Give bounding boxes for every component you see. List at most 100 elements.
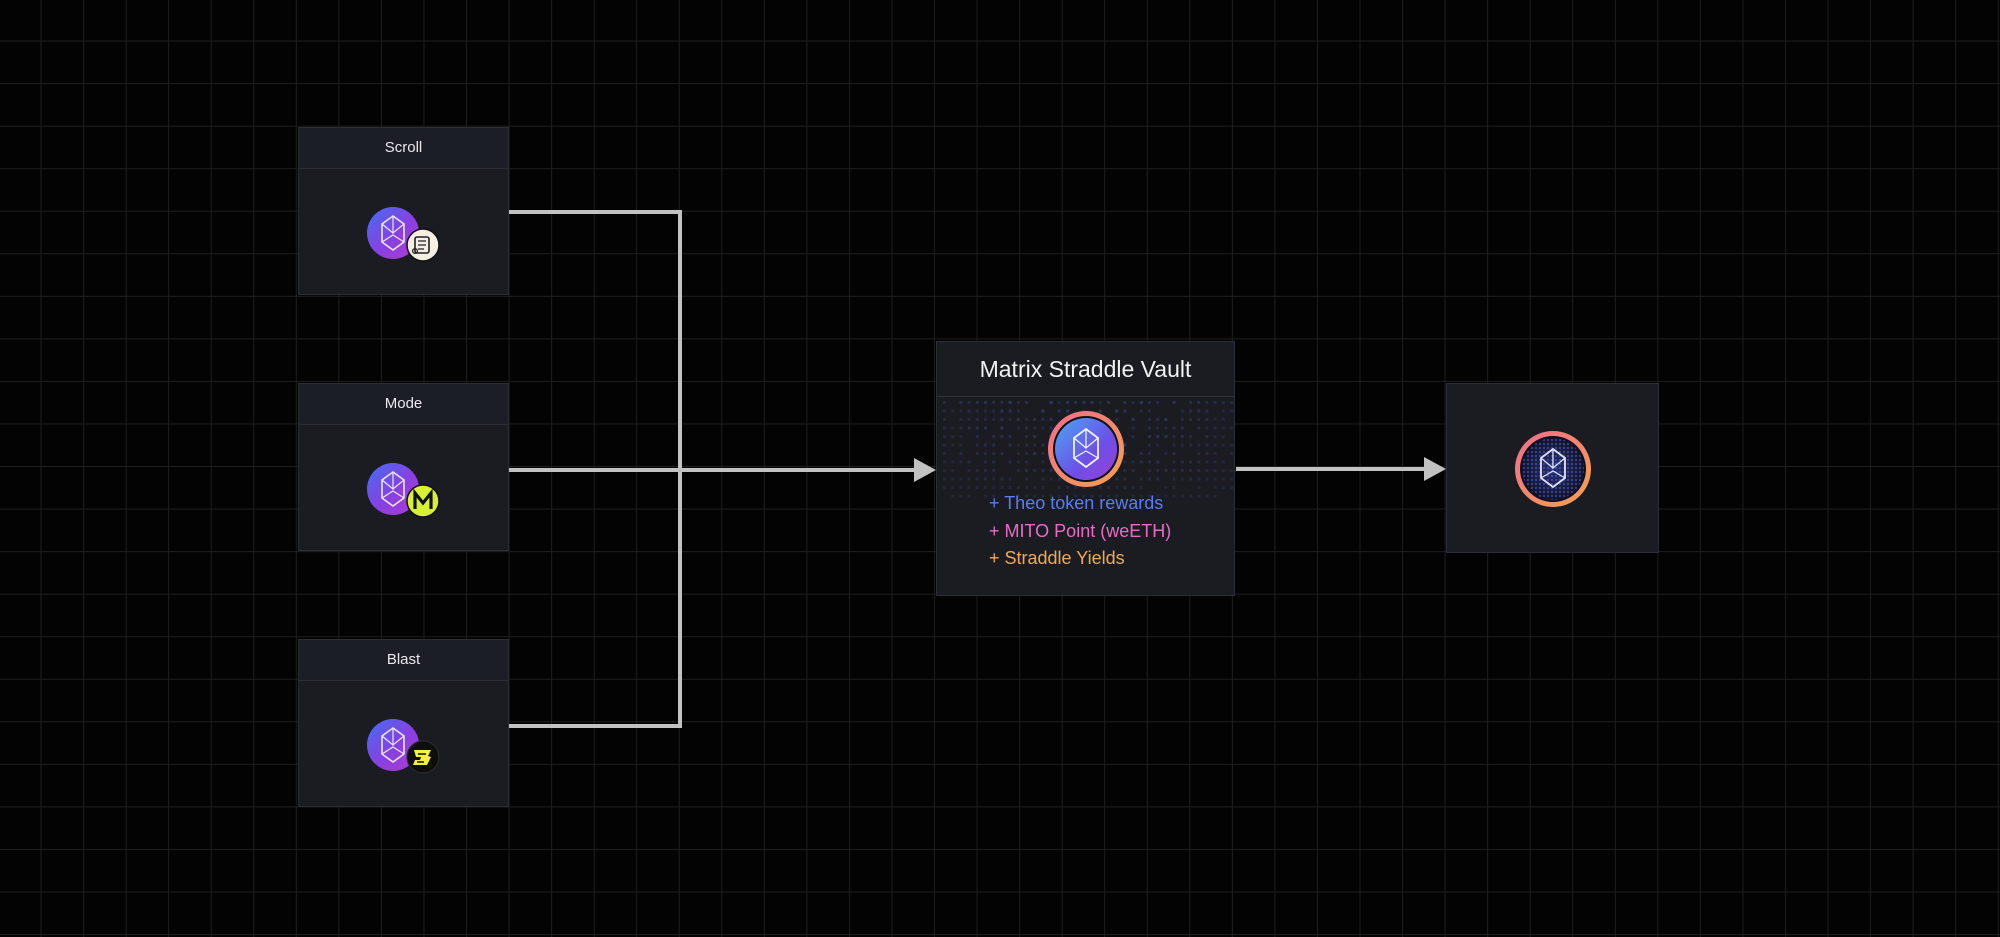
matrix-dot <box>1213 435 1217 438</box>
matrix-dot <box>992 401 996 404</box>
matrix-dot <box>1230 401 1233 404</box>
matrix-dot <box>1041 443 1045 447</box>
matrix-dot <box>975 452 979 455</box>
matrix-dot <box>1213 469 1217 472</box>
eth-token-icon <box>367 719 419 771</box>
matrix-dot <box>992 477 996 481</box>
matrix-dot <box>1221 460 1225 464</box>
matrix-dot <box>1221 435 1225 438</box>
matrix-dot <box>1221 409 1225 413</box>
output-token-icon <box>1514 430 1592 508</box>
matrix-dot <box>1148 469 1151 472</box>
chain-label: Mode <box>299 384 508 425</box>
matrix-dot <box>1230 409 1233 413</box>
matrix-dot <box>1148 452 1151 455</box>
matrix-dot <box>1057 401 1061 404</box>
matrix-dot <box>992 486 996 489</box>
matrix-dot <box>1115 418 1119 421</box>
vault-token-icon <box>1047 410 1125 488</box>
matrix-dot <box>1230 477 1233 481</box>
arrowhead-to-vault <box>914 458 936 482</box>
matrix-dot <box>1000 418 1004 421</box>
chain-label: Scroll <box>299 128 508 169</box>
matrix-dot <box>1213 494 1217 498</box>
matrix-dot <box>1041 477 1045 481</box>
matrix-dot <box>967 401 971 404</box>
scroll-badge-icon <box>406 228 440 262</box>
matrix-dot <box>1156 494 1160 498</box>
matrix-dot <box>1156 469 1160 472</box>
chain-card-mode[interactable]: Mode <box>298 383 509 551</box>
matrix-dot <box>1180 477 1184 481</box>
matrix-dot <box>1189 494 1192 498</box>
matrix-dot <box>992 435 996 438</box>
matrix-dot <box>943 443 946 447</box>
matrix-dot <box>984 418 987 421</box>
matrix-dot <box>1164 435 1168 438</box>
matrix-dot <box>951 460 955 464</box>
matrix-dot <box>1066 401 1069 404</box>
scroll-token <box>367 207 443 263</box>
output-card[interactable] <box>1446 383 1659 553</box>
matrix-dot <box>1189 418 1192 421</box>
matrix-dot <box>992 443 996 447</box>
matrix-dot <box>1205 469 1209 472</box>
matrix-dot <box>967 469 971 472</box>
matrix-dot <box>1123 469 1127 472</box>
matrix-dot <box>1041 494 1045 498</box>
matrix-dot <box>959 443 963 447</box>
matrix-dot <box>1205 409 1209 413</box>
matrix-dot <box>1205 435 1209 438</box>
matrix-dot <box>967 460 971 464</box>
matrix-dot <box>943 452 946 455</box>
mode-badge-icon <box>406 484 440 518</box>
matrix-dot <box>1164 418 1168 421</box>
matrix-dot <box>943 477 946 481</box>
matrix-dot <box>1025 452 1028 455</box>
matrix-dot <box>1090 494 1094 498</box>
matrix-dot <box>943 460 946 464</box>
matrix-dot <box>1148 418 1151 421</box>
matrix-dot <box>1025 460 1028 464</box>
matrix-dot <box>959 435 963 438</box>
chain-card-scroll[interactable]: Scroll <box>298 127 509 295</box>
matrix-dot <box>1213 486 1217 489</box>
chain-card-blast[interactable]: Blast <box>298 639 509 807</box>
matrix-dot <box>1049 418 1053 421</box>
matrix-dot <box>1000 426 1004 430</box>
matrix-dot <box>1205 477 1209 481</box>
matrix-dot <box>975 469 979 472</box>
matrix-dot <box>1049 477 1053 481</box>
matrix-dot <box>1189 435 1192 438</box>
vault-card[interactable]: Matrix Straddle Vault + Theo token <box>936 341 1235 596</box>
matrix-dot <box>1156 435 1160 438</box>
matrix-dot <box>1164 426 1168 430</box>
matrix-dot <box>1074 486 1078 489</box>
matrix-dot <box>1033 435 1037 438</box>
matrix-dot <box>975 426 979 430</box>
matrix-dot <box>1033 494 1037 498</box>
matrix-dot <box>967 418 971 421</box>
matrix-dot <box>1139 452 1143 455</box>
matrix-dot <box>1041 460 1045 464</box>
matrix-dot <box>1016 460 1020 464</box>
matrix-dot <box>967 477 971 481</box>
matrix-dot <box>1016 452 1020 455</box>
matrix-dot <box>1016 494 1020 498</box>
matrix-dot <box>951 409 955 413</box>
matrix-dot <box>1213 418 1217 421</box>
matrix-dot <box>1098 401 1102 404</box>
matrix-dot <box>943 426 946 430</box>
matrix-dot <box>1172 435 1176 438</box>
matrix-dot <box>1082 409 1086 413</box>
matrix-dot <box>1205 494 1209 498</box>
matrix-dot <box>984 452 987 455</box>
matrix-dot <box>959 426 963 430</box>
matrix-dot <box>1008 486 1012 489</box>
matrix-dot <box>1033 469 1037 472</box>
matrix-dot <box>959 452 963 455</box>
matrix-dot <box>1197 477 1201 481</box>
matrix-dot <box>1098 409 1102 413</box>
matrix-dot <box>1197 426 1201 430</box>
matrix-dot <box>1041 409 1045 413</box>
